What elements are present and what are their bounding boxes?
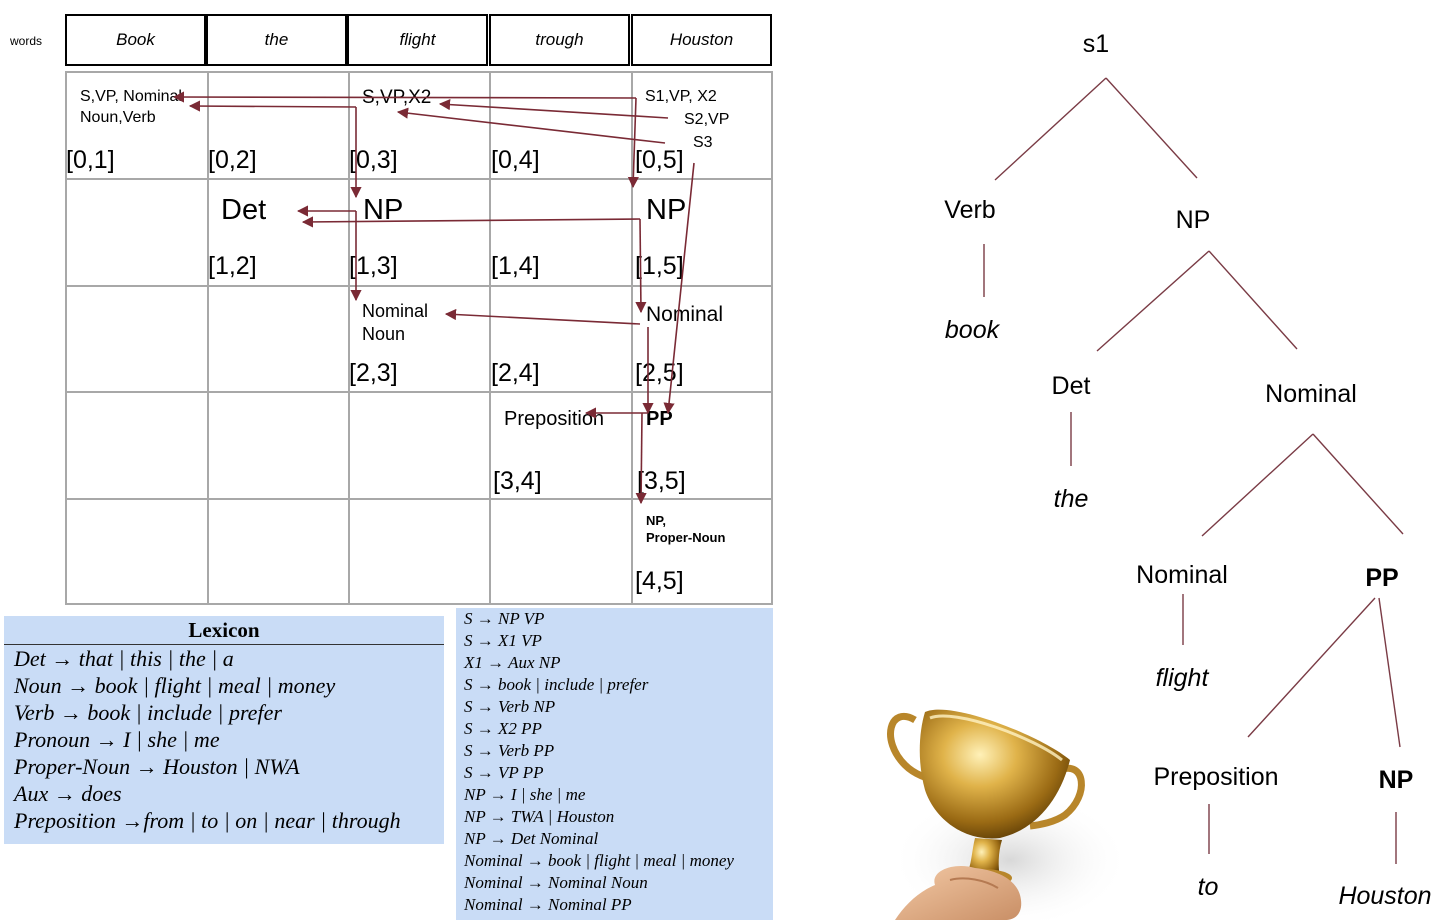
lexicon-row: Det → that | this | the | a <box>14 646 234 671</box>
grammar-rule: S → NP VP <box>464 609 545 628</box>
span-index: [1,4] <box>491 252 540 280</box>
span-index: [0,5] <box>635 146 684 174</box>
grammar-rule: S → Verb PP <box>464 741 555 760</box>
grammar-rule: X1 → Aux NP <box>464 653 561 672</box>
tree-node-np-2: NP <box>1378 766 1414 794</box>
tree-node-root: s1 <box>1082 30 1110 58</box>
span-index: [1,3] <box>349 252 398 280</box>
span-index: [4,5] <box>635 567 684 595</box>
tree-edge <box>1247 597 1376 738</box>
lexicon-title: Lexicon <box>188 618 260 642</box>
backpointer-arrow <box>172 91 637 103</box>
cell-0-5-s1: S1,VP, X2 <box>645 88 717 105</box>
span-index: [3,4] <box>493 467 542 495</box>
tree-node-nominal: Nominal <box>1265 380 1357 408</box>
span-index: [1,2] <box>208 252 257 280</box>
lexicon-row: Noun → book | flight | meal | money <box>14 673 336 698</box>
tree-leaf-houston: Houston <box>1338 882 1432 910</box>
grammar-rule: Nominal → Nominal PP <box>464 895 632 914</box>
cell-4-5-text: NP, Proper-Noun <box>646 513 726 545</box>
grid-vline <box>348 73 350 603</box>
cky-chart-grid <box>65 71 773 605</box>
grid-vline <box>489 73 491 603</box>
cell-0-5-s2: S2,VP <box>684 111 730 128</box>
word-cell-flight: flight <box>347 14 488 66</box>
tree-edge <box>994 77 1107 181</box>
backpointer-arrow <box>635 412 647 505</box>
grammar-rule: Nominal → Nominal Noun <box>464 873 648 892</box>
lexicon-row: Preposition →from | to | on | near | thr… <box>14 808 401 833</box>
backpointer-arrow <box>627 97 639 189</box>
grammar-rule: S → X2 PP <box>464 719 542 738</box>
word-cell-the: the <box>206 14 347 66</box>
grid-hline <box>67 285 771 287</box>
cell-2-3-text: Nominal Noun <box>362 301 429 345</box>
word-cell-houston: Houston <box>631 14 772 66</box>
tree-edge <box>1105 77 1198 179</box>
tree-leaf-the: the <box>1053 485 1089 513</box>
tree-edge <box>1378 597 1401 748</box>
tree-edge <box>1096 250 1210 352</box>
tree-node-preposition: Preposition <box>1153 763 1279 791</box>
backpointer-arrow <box>188 100 357 112</box>
lexicon-divider <box>4 644 444 645</box>
backpointer-arrow <box>663 162 695 415</box>
span-index: [0,1] <box>66 146 115 174</box>
grammar-rule: NP → I | she | me <box>464 785 586 804</box>
span-index: [3,5] <box>637 467 686 495</box>
span-index: [0,2] <box>208 146 257 174</box>
grid-vline <box>207 73 209 603</box>
tree-node-np: NP <box>1175 206 1211 234</box>
tree-node-verb: Verb <box>944 196 996 224</box>
span-index: [1,5] <box>635 252 684 280</box>
tree-leaf-flight: flight <box>1155 664 1209 692</box>
span-index: [2,4] <box>491 359 540 387</box>
span-index: [0,3] <box>349 146 398 174</box>
grammar-rule: S → Verb NP <box>464 697 556 716</box>
grid-hline <box>67 498 771 500</box>
grammar-rule: NP → TWA | Houston <box>464 807 615 826</box>
cell-1-5-text: NP <box>646 194 687 226</box>
lexicon-row: Pronoun → I | she | me <box>14 727 220 752</box>
tree-node-det: Det <box>1051 372 1091 400</box>
grammar-rule: Nominal → book | flight | meal | money <box>464 851 734 870</box>
backpointer-arrow <box>396 107 666 144</box>
word-cell-trough: trough <box>489 14 630 66</box>
span-index: [2,5] <box>635 359 684 387</box>
lexicon-row: Verb → book | include | prefer <box>14 700 282 725</box>
grammar-rule: S → book | include | prefer <box>464 675 649 694</box>
backpointer-arrow <box>635 218 647 314</box>
lexicon-row: Aux → does <box>14 781 122 806</box>
grid-hline <box>67 178 771 180</box>
grammar-rule: S → VP PP <box>464 763 544 782</box>
tree-edge <box>1208 250 1298 350</box>
tree-leaf-book: book <box>944 316 1000 344</box>
backpointer-arrow <box>438 99 669 119</box>
cell-1-2-text: Det <box>221 194 267 226</box>
backpointer-arrow <box>444 308 641 325</box>
grid-vline <box>631 73 633 603</box>
backpointer-arrow <box>301 216 641 228</box>
lexicon-panel: Lexicon Det → that | this | the | a Noun… <box>4 616 444 844</box>
tree-node-nominal-2: Nominal <box>1136 561 1228 589</box>
tree-node-pp: PP <box>1365 564 1399 592</box>
words-label: words <box>10 34 43 48</box>
grammar-rule: NP → Det Nominal <box>464 829 599 848</box>
grid-hline <box>67 391 771 393</box>
word-cell-book: Book <box>65 14 206 66</box>
tree-edge <box>1201 433 1314 537</box>
span-index: [2,3] <box>349 359 398 387</box>
tree-leaf-to: to <box>1197 873 1219 901</box>
span-index: [0,4] <box>491 146 540 174</box>
grammar-panel: S → NP VP S → X1 VP X1 → Aux NP S → book… <box>456 608 773 920</box>
tree-edge <box>1312 433 1404 535</box>
lexicon-row: Proper-Noun → Houston | NWA <box>14 754 300 779</box>
cell-2-5-text: Nominal <box>646 303 724 326</box>
cell-0-1-text: S,VP, Nominal Noun,Verb <box>80 88 182 126</box>
cell-3-4-text: Preposition <box>504 408 605 430</box>
grammar-rule: S → X1 VP <box>464 631 542 650</box>
cell-0-5-s3: S3 <box>693 134 713 151</box>
